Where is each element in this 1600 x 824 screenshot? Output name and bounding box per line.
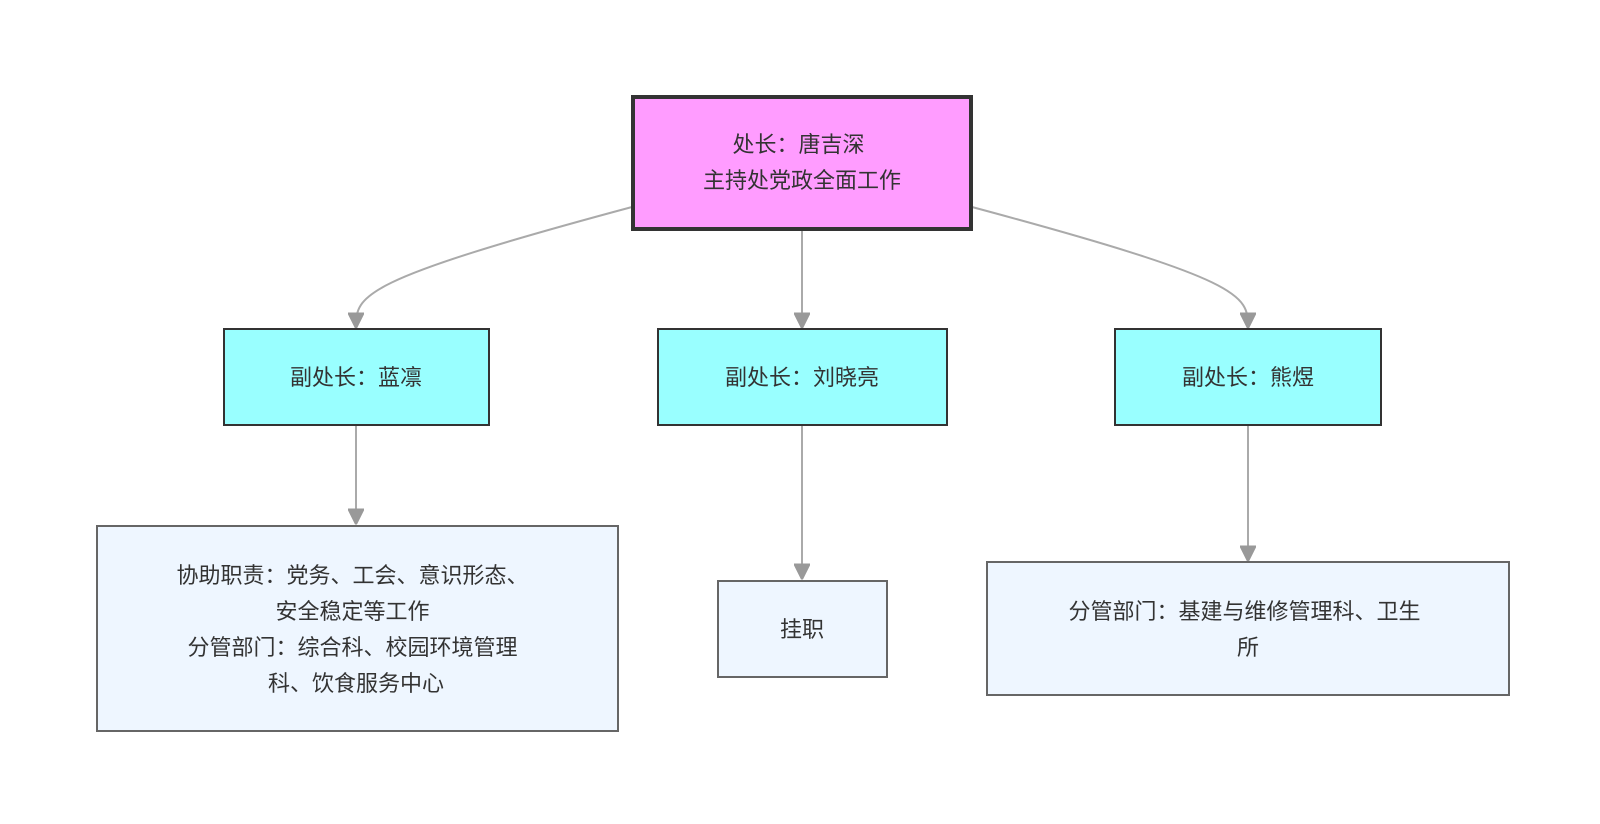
node-deputy-liu-xiaoliang: 副处长：刘晓亮 [657,328,948,426]
node-director-box [631,95,973,231]
node-duties-lan-lin-line-3: 分管部门：综合科、校园环境管理 [187,636,517,661]
node-duties-lan-lin-text: 协助职责：党务、工会、意识形态、 安全稳定等工作 分管部门：综合科、校园环境管理… [176,564,535,697]
node-duties-lan-lin-line-2: 安全稳定等工作 [275,600,429,625]
node-duties-lan-lin-box [96,525,619,732]
node-duties-xiong-yu: 分管部门：基建与维修管理科、卫生 所 [986,561,1510,696]
node-director-text: 处长：唐吉深 主持处党政全面工作 [703,133,901,194]
node-deputy-lan-lin: 副处长：蓝凛 [223,328,490,426]
node-duties-liu-xiaoliang: 挂职 [717,580,888,678]
node-deputy-xiong-yu-label: 副处长：熊煜 [1182,366,1314,391]
node-director-line-2: 主持处党政全面工作 [703,169,901,194]
node-duties-xiong-yu-box [986,561,1510,696]
node-duties-liu-xiaoliang-box [717,580,888,678]
node-director-line-1: 处长：唐吉深 [732,133,864,158]
node-deputy-xiong-yu: 副处长：熊煜 [1114,328,1382,426]
node-duties-xiong-yu-line-1: 分管部门：基建与维修管理科、卫生 [1068,600,1420,625]
node-duties-xiong-yu-line-2: 所 [1237,636,1259,661]
node-director: 处长：唐吉深 主持处党政全面工作 [631,95,973,231]
node-deputy-liu-xiaoliang-box [657,328,948,426]
node-duties-lan-lin-line-4: 科、饮食服务中心 [268,672,444,697]
node-duties-lan-lin-line-1: 协助职责：党务、工会、意识形态、 [176,564,528,589]
node-deputy-xiong-yu-box [1114,328,1382,426]
node-deputy-lan-lin-label: 副处长：蓝凛 [290,366,422,391]
node-duties-xiong-yu-text: 分管部门：基建与维修管理科、卫生 所 [1068,600,1427,661]
node-duties-liu-xiaoliang-label: 挂职 [780,618,824,643]
node-deputy-lan-lin-box [223,328,490,426]
node-deputy-liu-xiaoliang-label: 副处长：刘晓亮 [725,366,879,391]
edge-root-to-deputy-1 [356,206,633,327]
edge-root-to-deputy-3 [971,206,1248,327]
node-duties-lan-lin: 协助职责：党务、工会、意识形态、 安全稳定等工作 分管部门：综合科、校园环境管理… [96,525,619,732]
